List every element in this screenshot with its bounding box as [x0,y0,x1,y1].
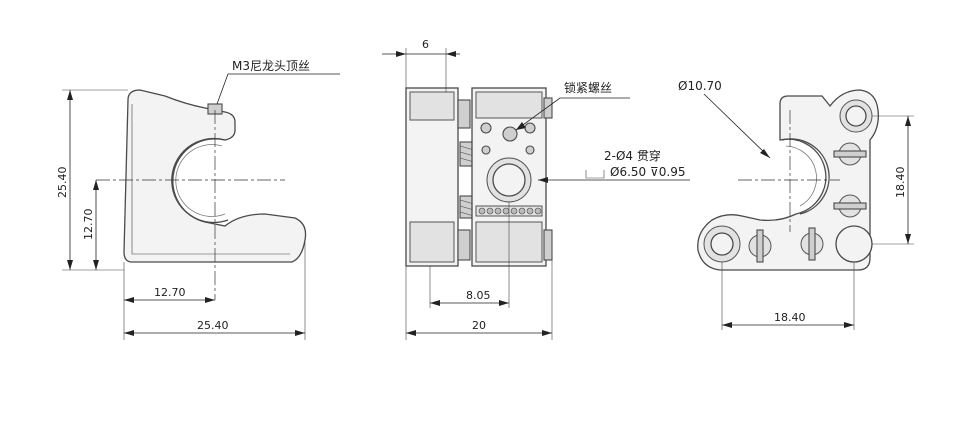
middle-view: 6 锁紧螺丝 2-Ø4 贯穿 Ø6.50 ⊽0.95 8.05 20 [382,38,690,340]
mid-hole-note-line1: 2-Ø4 贯穿 [604,148,661,163]
arrow [760,149,770,158]
small-hole-row [478,207,542,215]
right-view: Ø10.70 18.40 18.40 [678,79,914,330]
left-view: M3尼龙头顶丝 25.40 12.70 12.70 25.40 [56,59,340,340]
arrow-right [205,297,215,303]
left-dim-height-text: 25.40 [56,167,69,199]
arrow-up [905,116,911,126]
arrow-down [905,234,911,244]
middle-plate-bottom-block [409,221,455,263]
right-bore-arc [781,138,830,215]
arrow-left [538,177,548,183]
left-dim-width-text: 25.40 [197,319,229,332]
left-dim-half-height-text: 12.70 [82,209,95,241]
corner-hole-bottom-inner [710,232,734,256]
left-callout-text: M3尼龙头顶丝 [232,59,310,73]
middle-collar-top [457,99,471,129]
arrow-left [124,297,134,303]
arrow-left [430,300,440,306]
middle-collar-bottom [457,229,471,261]
arrow-right [295,330,305,336]
center-bore-inner [492,163,526,197]
hole [524,122,536,134]
lock-screw [502,126,518,142]
hole [480,122,492,134]
arrow-up [67,90,73,100]
counterbore-symbol [585,170,605,179]
arrow-left [124,330,134,336]
hole [481,145,491,155]
arrow-down [93,260,99,270]
adjuster-stud [833,194,867,218]
right-bore-arc-inner [785,145,817,207]
middle-plate-top-block [409,91,455,121]
right-dim-horizontal-text: 18.40 [774,311,806,324]
right-dim-vertical-text: 18.40 [894,167,907,199]
arrow-up [93,180,99,190]
arrow-down [67,260,73,270]
arrow-left [446,51,456,57]
left-bore-arc-inner [175,144,226,217]
arrow-right [542,330,552,336]
middle-block-top [475,91,543,119]
left-bore-arc [171,137,229,224]
arrow-right [844,322,854,328]
mid-callout-text: 锁紧螺丝 [564,80,612,95]
arrow-right [499,300,509,306]
adjuster-stud [833,142,867,166]
arrow-left [722,322,732,328]
corner-hole-top-inner [845,105,867,127]
left-dim-half-width-text: 12.70 [154,286,186,299]
middle-side-nub-bottom [543,229,553,261]
hole [525,145,535,155]
mid-dim-offset-text: 8.05 [466,289,491,302]
adjuster-stud [800,227,824,261]
arrow-right [396,51,406,57]
arrow [516,122,526,130]
right-body [697,89,879,271]
left-clamp-inner-edge [131,104,290,255]
adjuster-stud [748,229,772,263]
right-diameter-text: Ø10.70 [678,79,722,93]
arrow-left [406,330,416,336]
plain-hole [835,225,873,263]
mid-dim-top-text: 6 [422,38,429,51]
mid-callout-leader [515,97,630,131]
mid-dim-width-text: 20 [472,319,486,332]
right-diameter-leader [703,93,771,159]
left-callout-leader [216,73,340,105]
mid-hole-note-line2: Ø6.50 ⊽0.95 [610,165,685,179]
left-clamp-body [123,89,307,263]
middle-side-nub-top [543,97,553,119]
